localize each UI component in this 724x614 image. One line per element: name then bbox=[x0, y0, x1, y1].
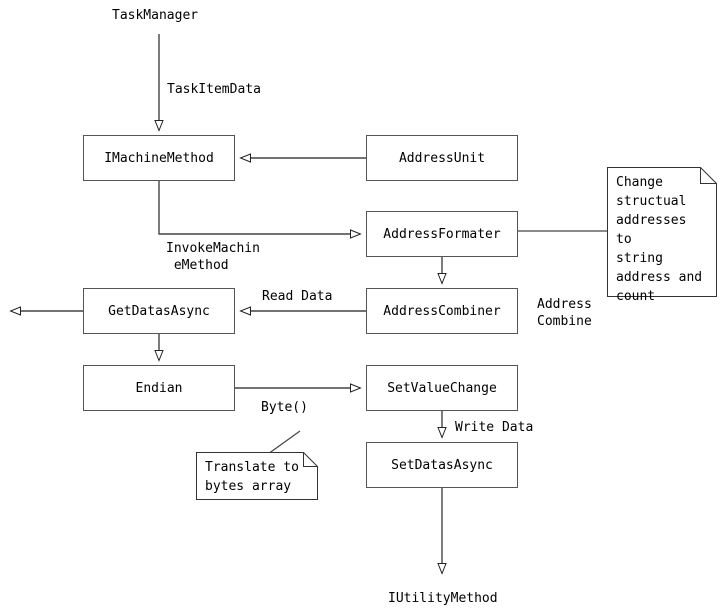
node-getdatasasync[interactable]: GetDatasAsync bbox=[83, 288, 235, 334]
label-write-data: Write Data bbox=[455, 420, 534, 435]
node-label: SetValueChange bbox=[387, 380, 497, 396]
note-text: Change structual addresses to string add… bbox=[616, 175, 703, 304]
edge-byte-note-connector bbox=[267, 430, 301, 455]
label-address-combine: Address Combine bbox=[537, 297, 592, 329]
node-label: Endian bbox=[135, 380, 183, 396]
note-note-change-structual: Change structual addresses to string add… bbox=[607, 167, 717, 304]
node-label: GetDatasAsync bbox=[108, 303, 210, 319]
node-addresscombiner[interactable]: AddressCombiner bbox=[366, 288, 518, 334]
label-taskitemdata: TaskItemData bbox=[167, 82, 261, 97]
node-addressformater[interactable]: AddressFormater bbox=[366, 211, 518, 257]
note-text: Translate to bytes array bbox=[205, 460, 299, 494]
node-imachinemethod[interactable]: IMachineMethod bbox=[83, 135, 235, 181]
node-setdatasasync[interactable]: SetDatasAsync bbox=[366, 442, 518, 488]
node-addressunit[interactable]: AddressUnit bbox=[366, 135, 518, 181]
node-label: IMachineMethod bbox=[104, 150, 214, 166]
note-frame-icon bbox=[196, 452, 318, 500]
node-setvaluechange[interactable]: SetValueChange bbox=[366, 365, 518, 411]
node-label: AddressUnit bbox=[398, 150, 486, 166]
node-label: AddressCombiner bbox=[383, 303, 501, 319]
label-top-label: TaskManager bbox=[112, 8, 199, 23]
label-invokemachine: InvokeMachin eMethod bbox=[166, 241, 260, 273]
note-frame-icon bbox=[607, 167, 717, 297]
node-label: AddressFormater bbox=[383, 226, 501, 242]
label-read-data: Read Data bbox=[262, 289, 333, 304]
label-iutilitymethod: IUtilityMethod bbox=[388, 591, 498, 606]
label-byte-call: Byte() bbox=[261, 400, 308, 415]
node-endian[interactable]: Endian bbox=[83, 365, 235, 411]
note-note-translate-bytes: Translate to bytes array bbox=[196, 452, 318, 500]
node-label: SetDatasAsync bbox=[391, 457, 493, 473]
edge-imachinemethod-to-addressformater bbox=[158, 181, 360, 234]
